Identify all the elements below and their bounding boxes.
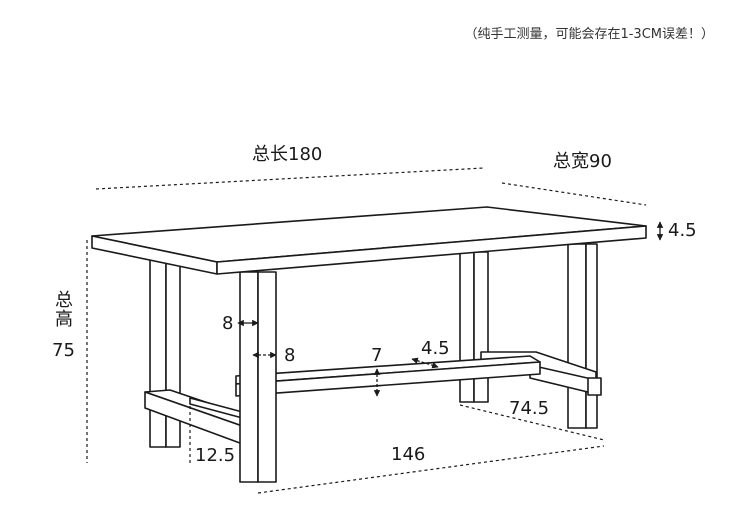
total-width-label: 总宽90: [553, 151, 612, 172]
total-height-label: 总高: [52, 290, 73, 328]
inner-width-label: 74.5: [509, 398, 550, 419]
top-thickness-label: 4.5: [668, 220, 697, 241]
inner-length-label: 146: [391, 444, 426, 465]
back-right-leg: [567, 243, 598, 429]
measurement-note: （纯手工测量，可能会存在1-3CM误差！）: [464, 27, 714, 42]
total-length-label: 总长180: [252, 144, 323, 165]
leg-depth-label: 8: [222, 313, 234, 334]
foot-height-label: 12.5: [195, 445, 236, 466]
inner-width-dim-line: [459, 404, 605, 441]
stretcher-height-label: 7: [371, 345, 383, 366]
stretcher-thickness-label: 4.5: [421, 338, 450, 359]
leg-bracket: [587, 377, 602, 396]
middle-stretcher: [235, 355, 541, 397]
stretcher-thickness-arrow: [411, 357, 439, 369]
total-height-value: 75: [52, 340, 75, 361]
inner-length-dim-line: [257, 445, 605, 494]
length-dim-line: [95, 167, 485, 190]
leg-width-label: 8: [284, 345, 296, 366]
width-dim-line: [501, 182, 647, 206]
table-top: [91, 206, 647, 275]
front-right-leg: [239, 271, 277, 483]
